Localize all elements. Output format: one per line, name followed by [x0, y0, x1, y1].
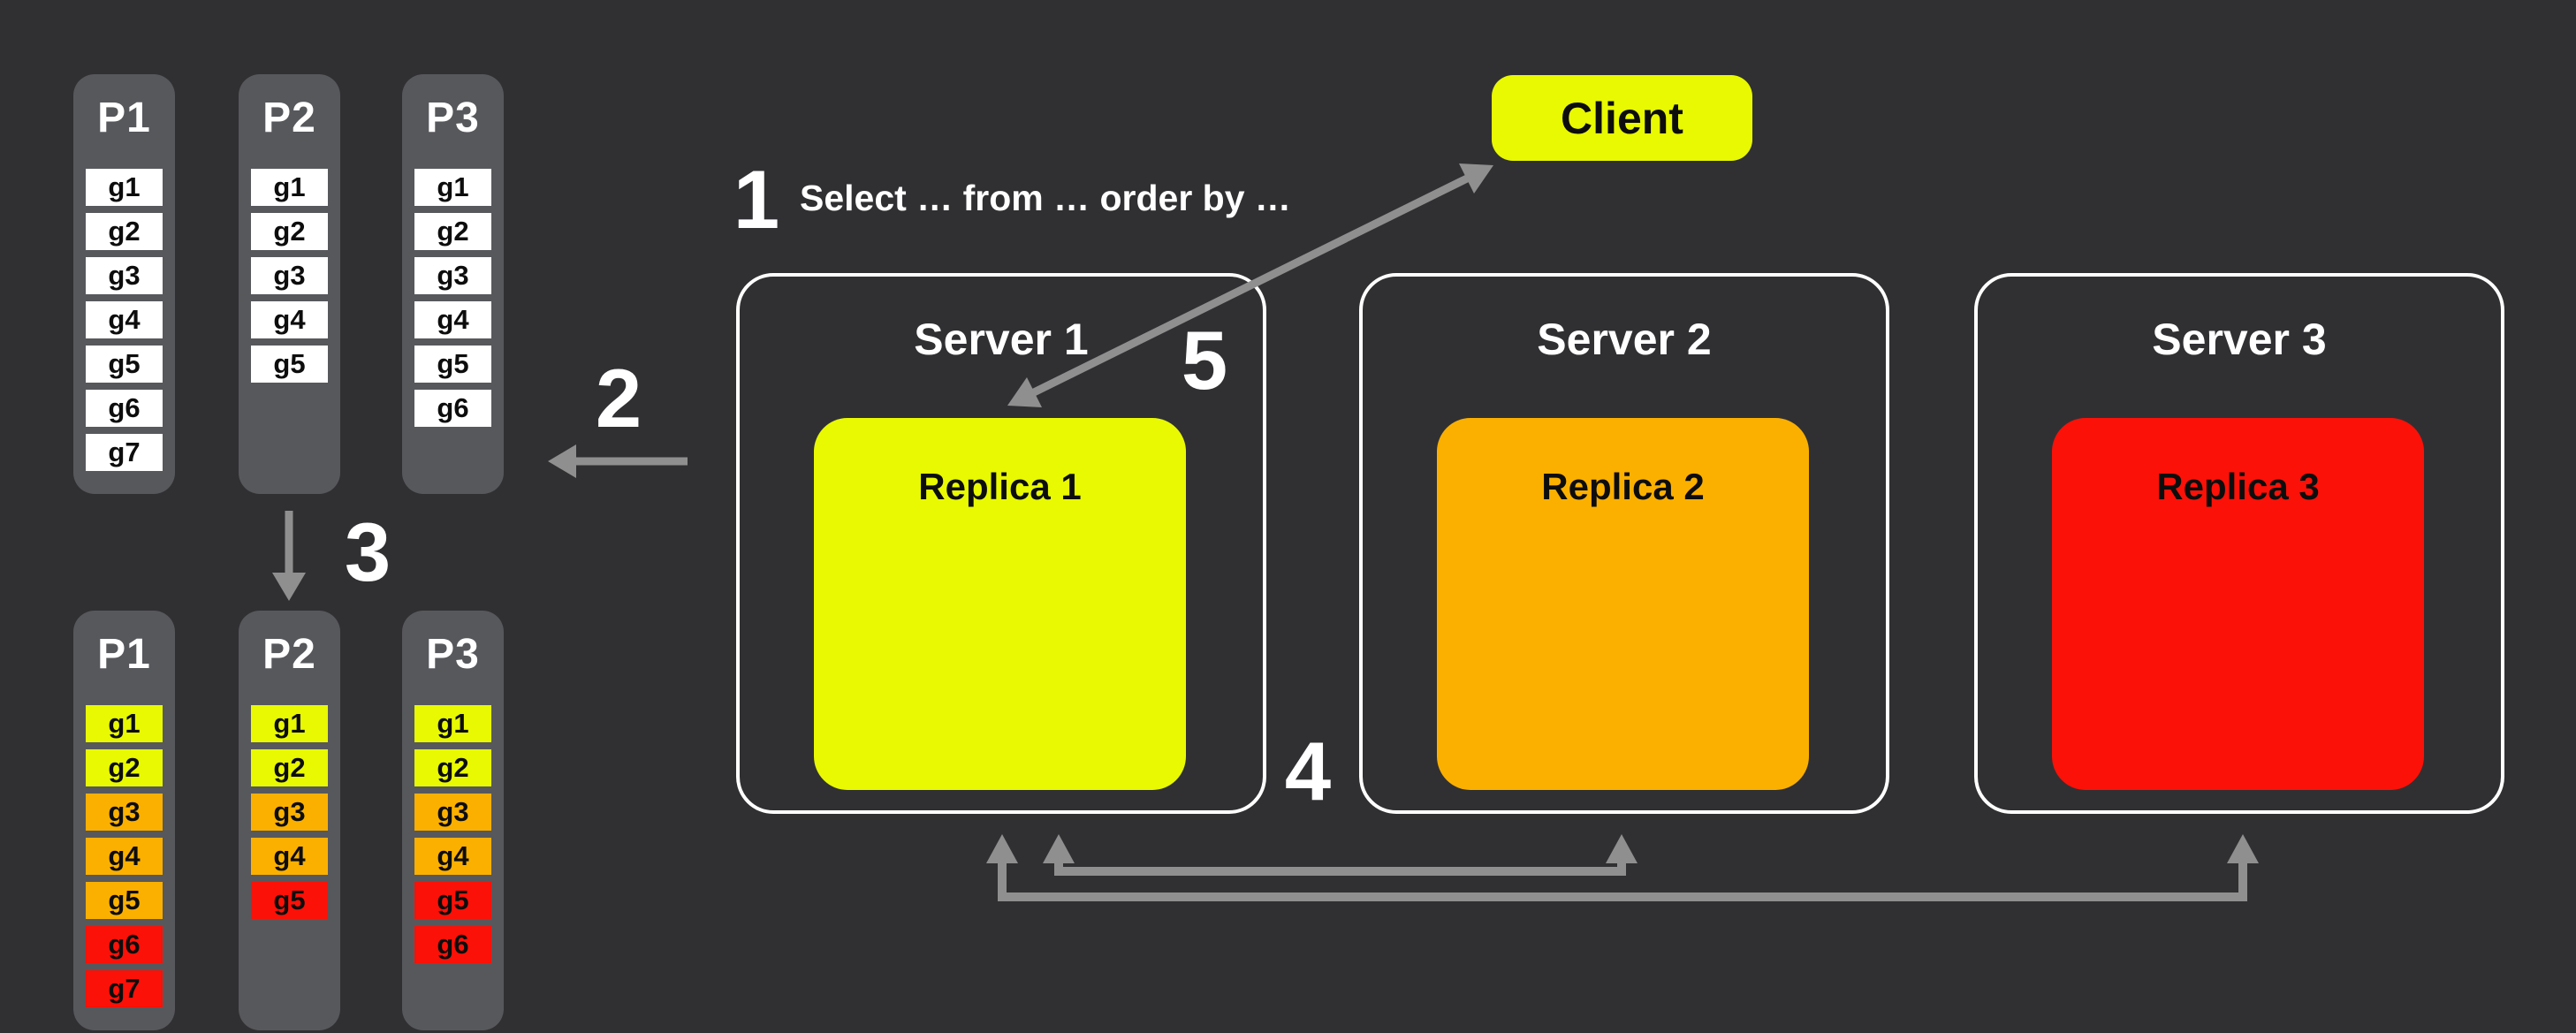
partition-before-p3: P3 g1 g2 g3 g4 g5 g6 — [402, 74, 504, 494]
partition-after-p3: P3 g1 g2 g3 g4 g5 g6 — [402, 611, 504, 1030]
shard-cell: g4 — [251, 301, 328, 338]
partition-label: P1 — [97, 95, 151, 141]
shard-cell: g5 — [414, 882, 491, 919]
server-label: Server 3 — [2152, 315, 2327, 364]
step-1-number: 1 — [733, 153, 780, 246]
shard-cell: g1 — [86, 169, 163, 206]
shard-cell: g7 — [86, 970, 163, 1007]
shard-cell: g1 — [86, 705, 163, 742]
shard-list: g1 g2 g3 g4 g5 g6 — [414, 705, 491, 963]
shard-cell: g1 — [251, 169, 328, 206]
shard-cell: g3 — [86, 257, 163, 294]
shard-cell: g6 — [86, 390, 163, 427]
shard-cell: g4 — [251, 838, 328, 875]
shard-cell: g2 — [86, 213, 163, 250]
server-1-box: Server 1 Replica 1 — [736, 273, 1266, 814]
partition-after-p1: P1 g1 g2 g3 g4 g5 g6 g7 — [73, 611, 175, 1030]
shard-cell: g5 — [86, 346, 163, 383]
server-2-box: Server 2 Replica 2 — [1359, 273, 1889, 814]
shard-list: g1 g2 g3 g4 g5 g6 — [414, 169, 491, 427]
shard-cell: g3 — [251, 257, 328, 294]
step-3-number: 3 — [344, 505, 391, 598]
shard-cell: g1 — [414, 705, 491, 742]
replica-2-box: Replica 2 — [1437, 418, 1809, 790]
shard-cell: g4 — [86, 301, 163, 338]
partition-after-p2: P2 g1 g2 g3 g4 g5 — [239, 611, 340, 1030]
partition-label: P3 — [426, 95, 480, 141]
shard-cell: g4 — [414, 301, 491, 338]
partition-label: P2 — [262, 631, 316, 678]
shard-cell: g3 — [251, 794, 328, 831]
server-3-box: Server 3 Replica 3 — [1974, 273, 2504, 814]
partition-label: P3 — [426, 631, 480, 678]
shard-cell: g1 — [414, 169, 491, 206]
shard-cell: g6 — [414, 390, 491, 427]
step-5-number: 5 — [1181, 314, 1228, 406]
partition-label: P2 — [262, 95, 316, 141]
replica-label: Replica 3 — [2156, 466, 2320, 507]
step-2-left-arrow-icon — [548, 444, 688, 478]
shard-cell: g6 — [414, 926, 491, 963]
replica-1-box: Replica 1 — [814, 418, 1186, 790]
shard-cell: g7 — [86, 434, 163, 471]
shard-cell: g2 — [251, 213, 328, 250]
shard-cell: g2 — [414, 749, 491, 786]
replica-3-box: Replica 3 — [2052, 418, 2424, 790]
step-3-down-arrow-icon — [272, 511, 306, 601]
shard-cell: g2 — [251, 749, 328, 786]
shard-cell: g5 — [414, 346, 491, 383]
server-label: Server 2 — [1537, 315, 1712, 364]
partition-before-p1: P1 g1 g2 g3 g4 g5 g6 g7 — [73, 74, 175, 494]
server1-server3-bracket-arrow-icon — [986, 834, 2259, 901]
shard-cell: g3 — [86, 794, 163, 831]
partition-before-p2: P2 g1 g2 g3 g4 g5 — [239, 74, 340, 494]
shard-list: g1 g2 g3 g4 g5 — [251, 705, 328, 919]
shard-list: g1 g2 g3 g4 g5 g6 g7 — [86, 169, 163, 471]
shard-cell: g2 — [86, 749, 163, 786]
replica-label: Replica 2 — [1541, 466, 1705, 507]
shard-cell: g3 — [414, 257, 491, 294]
shard-cell: g5 — [251, 882, 328, 919]
shard-cell: g4 — [414, 838, 491, 875]
shard-cell: g6 — [86, 926, 163, 963]
shard-cell: g5 — [86, 882, 163, 919]
shard-cell: g5 — [251, 346, 328, 383]
partition-label: P1 — [97, 631, 151, 678]
shard-list: g1 g2 g3 g4 g5 — [251, 169, 328, 383]
server1-server2-bracket-arrow-icon — [1043, 834, 1638, 876]
shard-cell: g4 — [86, 838, 163, 875]
shard-list: g1 g2 g3 g4 g5 g6 g7 — [86, 705, 163, 1007]
step-2-number: 2 — [595, 352, 642, 444]
shard-cell: g2 — [414, 213, 491, 250]
client-box: Client — [1492, 75, 1752, 161]
step-1-query-text: Select … from … order by … — [800, 178, 1291, 218]
replica-label: Replica 1 — [918, 466, 1082, 507]
step-4-number: 4 — [1284, 725, 1332, 817]
shard-cell: g1 — [251, 705, 328, 742]
shard-cell: g3 — [414, 794, 491, 831]
